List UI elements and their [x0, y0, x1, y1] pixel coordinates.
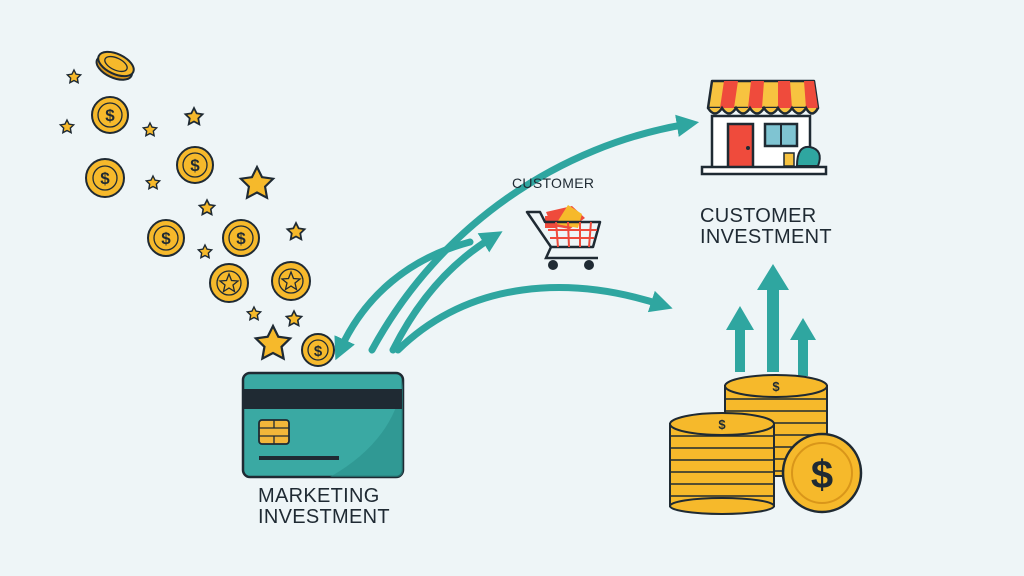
- star-icon: [141, 121, 159, 137]
- coin-icon: $: [147, 219, 185, 257]
- flow-arrows: [334, 114, 700, 361]
- customer-label: CUSTOMER: [512, 175, 595, 191]
- dollar-sign: $: [190, 156, 200, 175]
- star-icon: [245, 305, 263, 321]
- dollar-sign: $: [161, 229, 171, 248]
- star-icon: [196, 243, 214, 259]
- coin-icon: [95, 50, 135, 81]
- credit-card-icon: [241, 371, 405, 479]
- coin-icon: $: [781, 432, 863, 514]
- marketing-investment-label: MARKETING INVESTMENT: [258, 486, 390, 528]
- dollar-sign: $: [236, 229, 246, 248]
- coin-icon: $: [222, 219, 260, 257]
- dollar-sign: $: [718, 417, 726, 432]
- arrow-up-icon: [726, 306, 754, 372]
- dollar-sign: $: [772, 379, 780, 394]
- shopping-cart-icon: [525, 205, 602, 270]
- arrow-up-icon: [757, 264, 789, 372]
- arrow-to-cart: [389, 231, 503, 354]
- marketing-investment-line-2: INVESTMENT: [258, 506, 390, 528]
- marketing-investment-line-1: MARKETING: [258, 485, 380, 507]
- star-icon: [58, 118, 76, 134]
- star-icon: [285, 220, 307, 241]
- coin-stack-icon: $ $: [669, 374, 828, 515]
- coin-icon: $: [301, 333, 335, 367]
- coin-icon: [209, 263, 249, 303]
- coin-icon: $: [176, 146, 214, 184]
- star-icon: [65, 68, 83, 84]
- customer-investment-line-1: CUSTOMER: [700, 205, 817, 227]
- star-icon: [144, 174, 162, 190]
- storefront-icon: [700, 79, 828, 176]
- star-icon: [183, 105, 205, 126]
- coin-icon: [271, 261, 311, 301]
- arrow-to-coins: [394, 284, 673, 354]
- dollar-sign: $: [100, 169, 110, 188]
- coin-icon: $: [85, 158, 125, 198]
- customer-investment-line-2: INVESTMENT: [700, 226, 832, 248]
- customer-investment-label: CUSTOMER INVESTMENT: [700, 206, 832, 248]
- falling-coins-group: $ $ $ $ $: [58, 50, 335, 367]
- dollar-sign: $: [105, 106, 115, 125]
- star-icon: [284, 309, 304, 327]
- star-icon: [197, 198, 217, 216]
- coin-icon: $: [91, 96, 129, 134]
- growth-arrows: [726, 264, 816, 376]
- star-icon: [253, 323, 293, 361]
- star-icon: [238, 164, 276, 200]
- arrow-up-icon: [790, 318, 816, 376]
- dollar-sign: $: [811, 453, 833, 497]
- arrow-to-store: [368, 114, 700, 354]
- dollar-sign: $: [314, 343, 323, 360]
